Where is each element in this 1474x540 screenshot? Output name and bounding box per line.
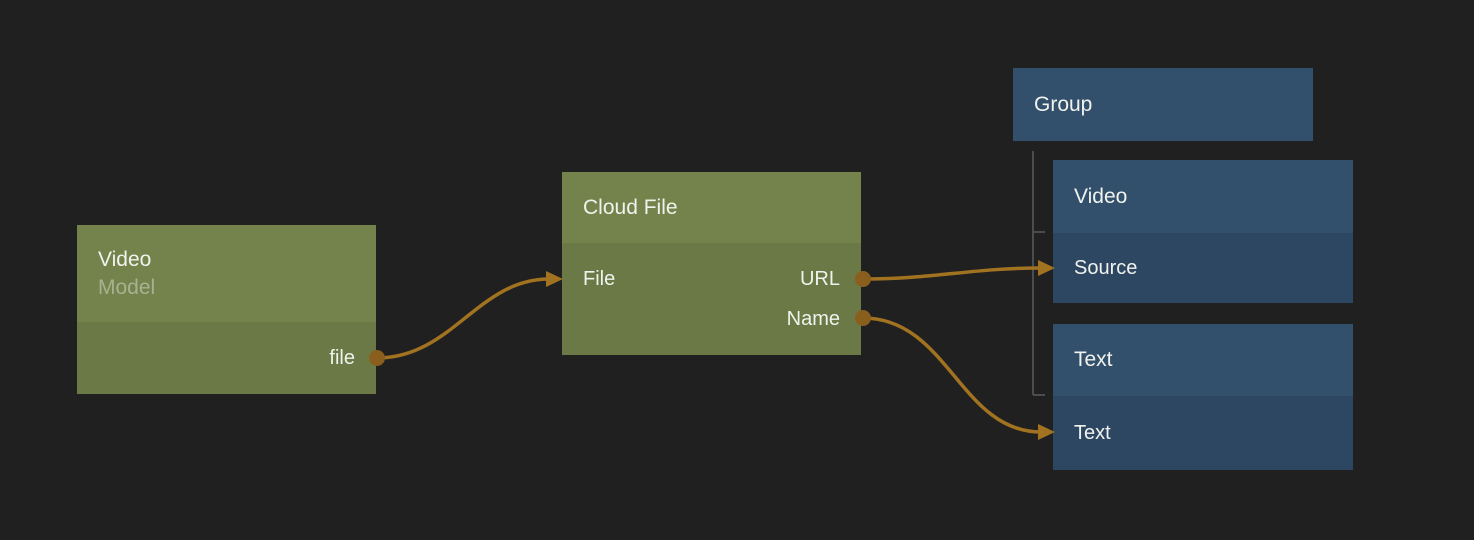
node-group[interactable]: Group [1013,68,1313,141]
node-header: Video [1053,160,1353,233]
node-title: Video [1074,184,1128,208]
node-title: Cloud File [583,195,678,219]
node-text[interactable]: Text Text [1053,324,1353,470]
input-label: Source [1074,256,1138,279]
node-body: Source [1053,233,1353,303]
wire-url-to-source[interactable] [862,266,1042,281]
output-row-name: Name [562,299,861,339]
input-label: Text [1074,421,1111,444]
node-body: File URL Name [562,243,861,355]
io-row-file-url: File URL [562,259,861,299]
input-label: File [583,267,616,290]
input-row-source: Source [1053,248,1353,288]
node-cloud-file[interactable]: Cloud File File URL Name [562,172,861,355]
node-header: Video Model [77,225,376,322]
node-title: Video [98,247,152,271]
node-body: Text [1053,396,1353,470]
wire-file-to-cloudfile[interactable] [376,277,550,360]
input-row-text: Text [1053,413,1353,453]
node-body: file [77,322,376,394]
wire-name-to-text[interactable] [862,316,1042,434]
output-label: URL [799,267,840,290]
node-subtitle: Model [98,275,156,299]
node-video-model[interactable]: Video Model file [77,225,376,394]
output-row-file: file [77,338,376,378]
input-arrow-cloudfile-file [546,271,563,287]
node-title: Group [1034,92,1093,116]
node-title: Text [1074,348,1113,371]
output-label: file [329,346,355,369]
node-header: Group [1013,68,1313,141]
node-video[interactable]: Video Source [1053,160,1353,303]
node-header: Text [1053,324,1353,396]
output-label: Name [786,307,840,330]
node-header: Cloud File [562,172,861,243]
